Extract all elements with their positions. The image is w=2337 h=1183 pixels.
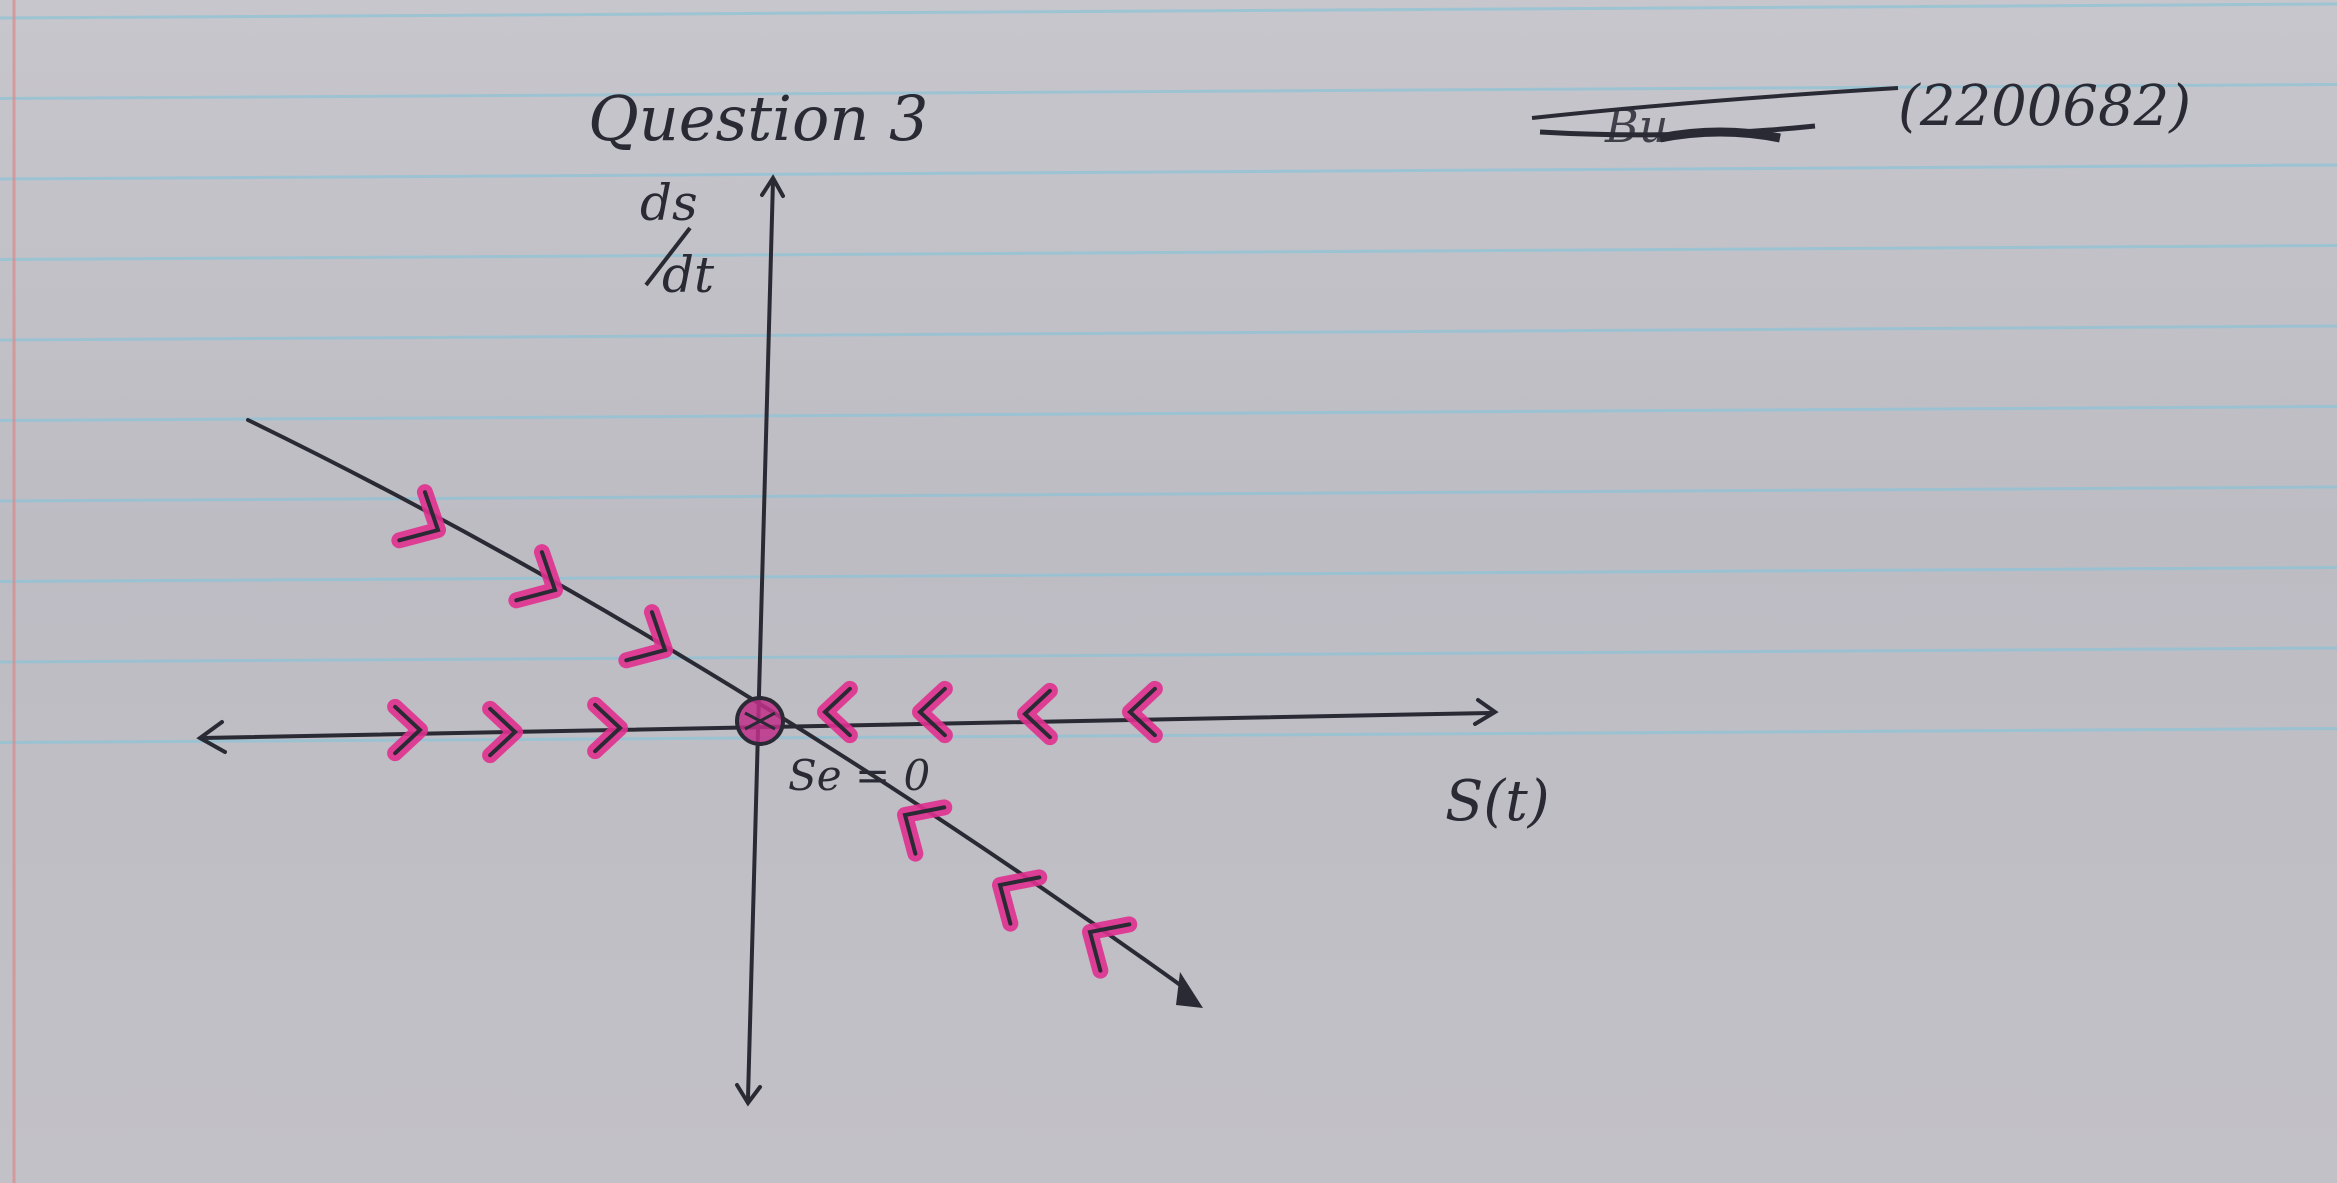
y-axis-top-arrow: [760, 174, 785, 198]
ruled-line: [0, 244, 2337, 261]
y-axis-label-bottom: dt: [662, 246, 715, 304]
flow-arrow-right: [587, 696, 628, 760]
flow-arrow-up-left: [992, 869, 1048, 932]
ruled-line: [0, 566, 2337, 583]
phase-line-arrowhead: [1176, 972, 1203, 1008]
flow-arrows-right: [817, 680, 1163, 746]
fraction-slash: [644, 226, 692, 287]
y-axis-bottom-arrow: [735, 1083, 762, 1107]
y-axis: [746, 178, 775, 1100]
flow-arrow-left: [817, 680, 858, 744]
ruled-line: [0, 324, 2337, 342]
ruled-line: [0, 2, 2337, 20]
flow-arrow-left: [1017, 682, 1058, 746]
ruled-line: [0, 163, 2337, 181]
struck-name: Bu: [1531, 86, 1899, 153]
student-id: (2200682): [1898, 74, 2191, 139]
flow-arrow-down-right: [618, 604, 673, 669]
x-axis-right-arrow: [1473, 698, 1499, 726]
flow-arrow-right: [387, 698, 428, 762]
flow-arrow-down-right: [508, 544, 563, 609]
page-title: Question 3: [588, 82, 928, 155]
ruled-line: [0, 646, 2337, 664]
phase-line: [246, 418, 1192, 994]
flow-arrow-left: [912, 680, 953, 744]
flow-arrow-right: [482, 700, 523, 764]
flow-arrows-upper-line: [391, 484, 673, 669]
ruled-line: [0, 405, 2337, 422]
y-axis-label-top: ds: [640, 174, 698, 232]
x-axis-label: S(t): [1445, 769, 1550, 834]
x-axis-left-arrow: [196, 720, 227, 754]
flow-arrow-up-left: [897, 799, 953, 862]
flow-arrows-left: [387, 696, 628, 764]
flow-arrow-down-right: [391, 484, 446, 549]
flow-arrow-up-left: [1082, 916, 1138, 979]
ruled-line: [0, 485, 2337, 503]
flow-arrow-left: [1122, 680, 1163, 744]
equilibrium-label: Se = 0: [788, 751, 930, 800]
flow-arrows-lower-line: [897, 799, 1138, 979]
equilibrium-point: [735, 696, 785, 746]
